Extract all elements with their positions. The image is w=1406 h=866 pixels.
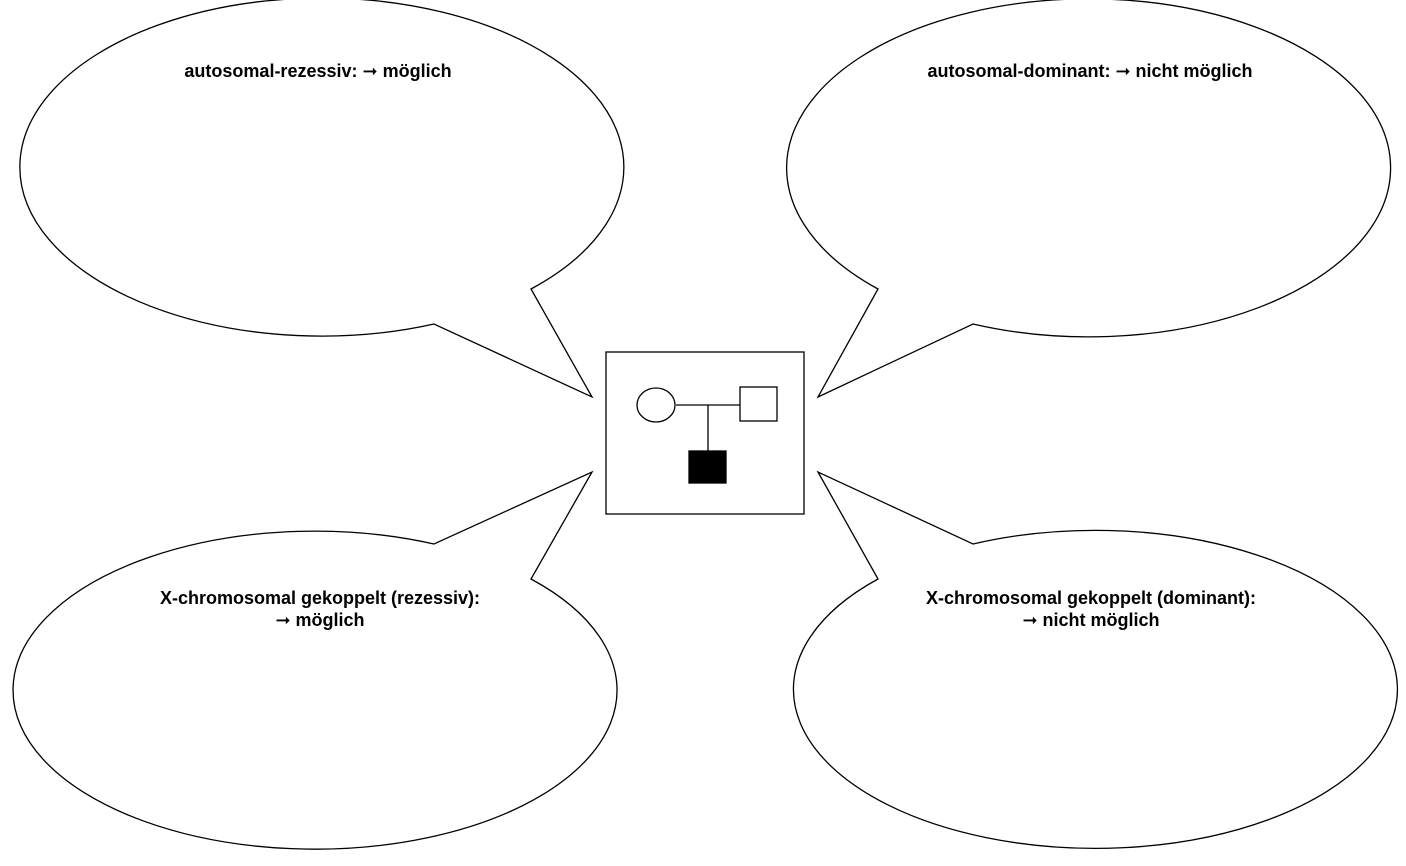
speech-bubble-shape (792, 470, 1398, 849)
pedigree-chart (605, 351, 805, 515)
bubble-text-line: ➞ möglich (275, 610, 364, 630)
bubble-text-line: autosomal-dominant: ➞ nicht möglich (927, 61, 1252, 81)
pedigree-frame (605, 351, 805, 515)
speech-bubble-shape (12, 470, 618, 850)
bubble-text-line: X-chromosomal gekoppelt (rezessiv): (160, 588, 480, 608)
bubble-autosomal-recessive: autosomal-rezessiv: ➞ möglich (19, 0, 625, 399)
bubble-text-line: autosomal-rezessiv: ➞ möglich (184, 61, 451, 81)
bubble-x-linked-recessive: X-chromosomal gekoppelt (rezessiv): ➞ mö… (12, 470, 618, 850)
bubble-text-line: ➞ nicht möglich (1022, 610, 1159, 630)
bubble-autosomal-dominant: autosomal-dominant: ➞ nicht möglich (785, 0, 1392, 399)
father-symbol (739, 386, 778, 422)
bubble-text-line: X-chromosomal gekoppelt (dominant): (926, 588, 1256, 608)
speech-bubble-shape (785, 0, 1392, 399)
mother-symbol (636, 387, 676, 423)
bubble-x-linked-dominant: X-chromosomal gekoppelt (dominant): ➞ ni… (792, 470, 1398, 849)
affected-son-symbol (688, 450, 727, 484)
speech-bubble-shape (19, 0, 625, 399)
